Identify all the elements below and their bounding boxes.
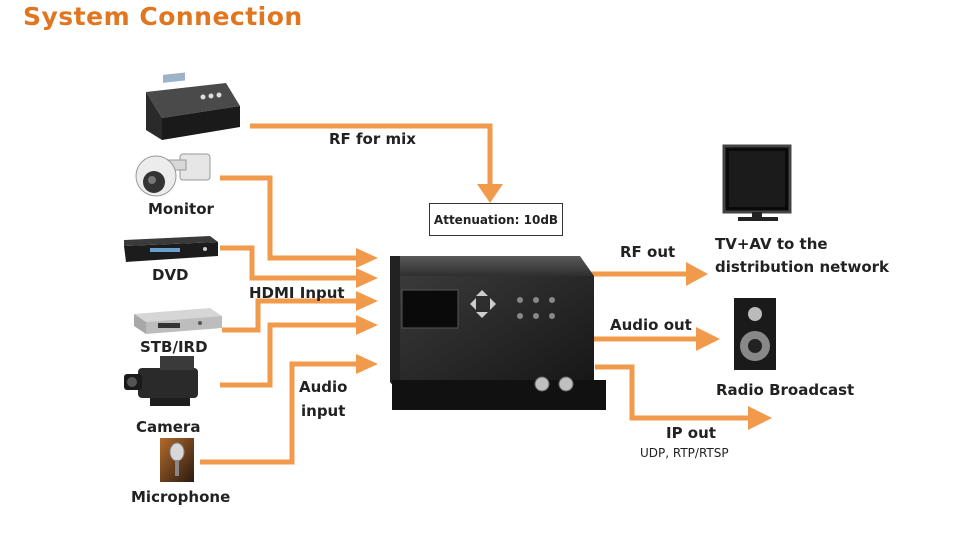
rf-for-mix-line — [250, 123, 493, 184]
rf-source-device-icon — [146, 72, 240, 140]
attenuation-box: Attenuation: 10dB — [429, 203, 563, 236]
rf-for-mix-label: RF for mix — [329, 130, 416, 148]
tv-label-line2: distribution network — [715, 258, 890, 276]
ip-out-line — [595, 364, 750, 421]
arrowheads — [356, 184, 772, 430]
dome-camera-icon — [135, 153, 211, 197]
stb-line — [222, 298, 358, 333]
encoder-modulator-icon — [390, 256, 606, 410]
camcorder-icon — [124, 356, 198, 406]
rf-out-arrowhead — [686, 262, 708, 286]
hdmi-input-label: HDMI Input — [249, 284, 345, 302]
stb-receiver-icon — [134, 308, 222, 334]
page-title: System Connection — [23, 2, 303, 31]
tv-icon — [722, 144, 792, 221]
monitor-arrowhead — [356, 248, 378, 268]
dvd-arrowhead — [356, 268, 378, 288]
camera-arrowhead — [356, 315, 378, 335]
mic-arrowhead — [356, 354, 378, 374]
rf-mix-arrowhead — [477, 184, 503, 203]
audio-input-label-line2: input — [301, 402, 346, 420]
radio-broadcast-label: Radio Broadcast — [716, 381, 855, 399]
ip-out-arrowhead — [748, 406, 772, 430]
microphone-line — [200, 361, 358, 465]
monitor-line — [220, 175, 358, 261]
microphone-label: Microphone — [131, 488, 231, 506]
dvd-line — [220, 245, 358, 281]
dvd-player-icon — [124, 236, 218, 262]
microphone-icon — [160, 438, 194, 482]
audio-out-arrowhead — [696, 327, 720, 351]
camera-line — [220, 322, 358, 388]
ip-protocols-label: UDP, RTP/RTSP — [640, 446, 729, 460]
speaker-icon — [734, 298, 776, 370]
stb-arrowhead — [356, 291, 378, 311]
audio-out-label: Audio out — [610, 316, 692, 334]
ip-out-label: IP out — [666, 424, 716, 442]
camera-label: Camera — [136, 418, 201, 436]
stb-label: STB/IRD — [140, 338, 208, 356]
audio-input-label-line1: Audio — [299, 378, 348, 396]
monitor-label: Monitor — [148, 200, 214, 218]
dvd-label: DVD — [152, 266, 189, 284]
rf-out-label: RF out — [620, 243, 676, 261]
connection-lines — [200, 123, 750, 465]
tv-label-line1: TV+AV to the — [715, 235, 828, 253]
